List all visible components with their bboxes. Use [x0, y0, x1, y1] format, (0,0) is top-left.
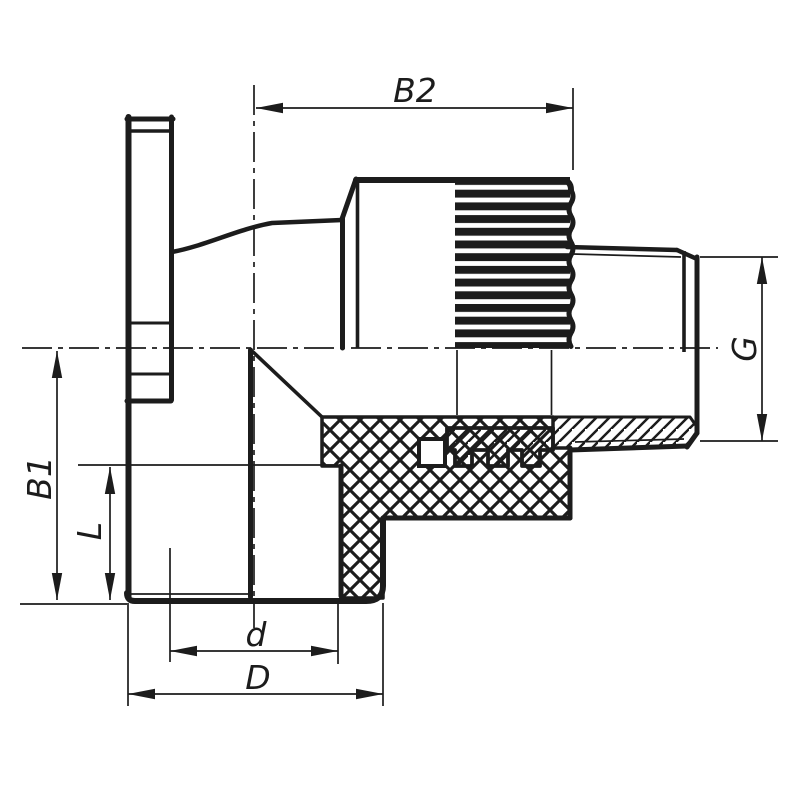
knurl-right-edge: [566, 187, 576, 349]
arrowhead: [51, 351, 63, 378]
arrowhead: [546, 102, 573, 114]
thread-chamfer-top: [674, 247, 700, 262]
arrowhead: [104, 467, 116, 494]
arrowhead: [756, 414, 768, 441]
label-d: d: [246, 615, 268, 654]
dimension-D: D: [128, 658, 383, 700]
arrowhead: [170, 645, 197, 657]
arrowhead: [311, 645, 338, 657]
thread-root-top: [572, 253, 682, 258]
label-D: D: [245, 658, 270, 697]
dimension-g: G: [725, 257, 768, 441]
centerlines: [22, 85, 718, 628]
thread-crest-top: [564, 244, 680, 253]
union-nut: [339, 176, 576, 351]
arrowhead: [104, 573, 116, 600]
thread-crest-bottom: [567, 443, 690, 453]
knurl-stripes: [455, 177, 570, 348]
metal-insert-section: [445, 426, 555, 468]
arrowhead: [51, 573, 63, 600]
section-cone-edge: [250, 349, 324, 419]
dimension-d: d: [170, 615, 338, 657]
arrowhead: [128, 688, 155, 700]
wall-flange: [124, 114, 176, 600]
extension-lines: [20, 88, 778, 706]
label-l: L: [70, 522, 109, 540]
dimension-b1: B1: [20, 351, 63, 600]
thread-root-bottom: [574, 438, 685, 443]
nut-chamfer-edge: [339, 176, 359, 222]
socket-bottom-face: [124, 517, 386, 604]
label-b2: B2: [393, 71, 437, 110]
body-outline: [124, 217, 573, 604]
dimension-b2: B2: [256, 71, 573, 114]
male-thread: [564, 244, 700, 453]
label-b1: B1: [20, 456, 59, 500]
arrowhead: [756, 257, 768, 284]
insert-square-hole: [417, 437, 447, 468]
arrowhead: [256, 102, 283, 114]
arrowhead: [356, 688, 383, 700]
label-g: G: [725, 336, 764, 362]
body-transition-curve: [169, 217, 345, 255]
dimension-l: L: [70, 467, 116, 600]
